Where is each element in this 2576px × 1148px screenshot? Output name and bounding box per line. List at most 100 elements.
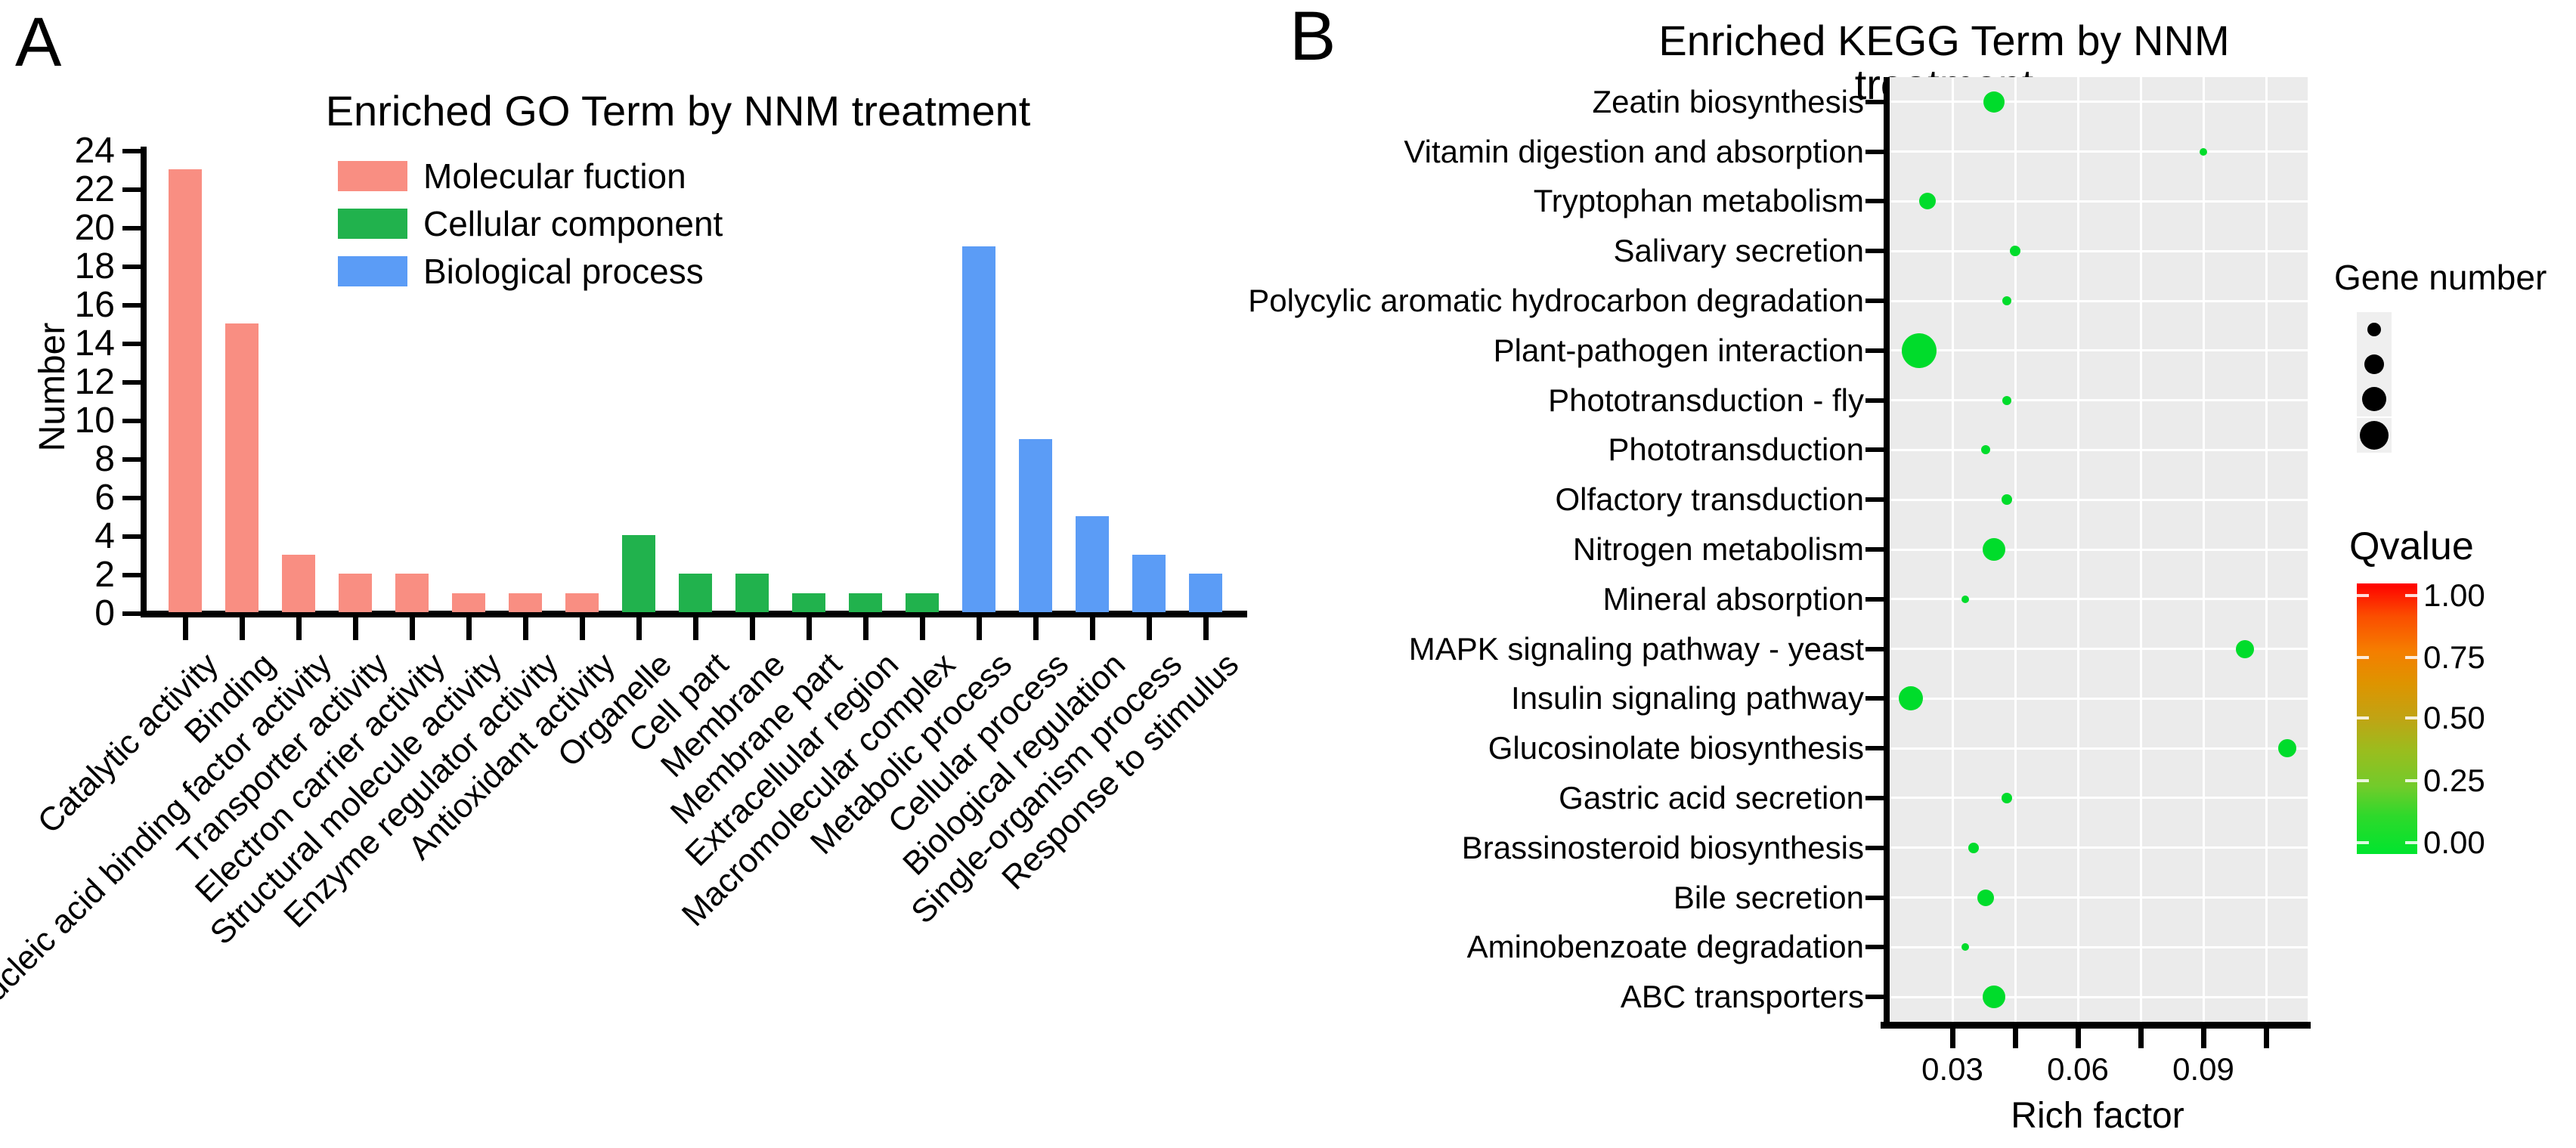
panel-a-y-tick-label: 2 [94, 555, 115, 595]
panel-a-x-tick [1147, 617, 1152, 640]
kegg-term-label: Insulin signaling pathway [1511, 680, 1864, 716]
panel-a-x-tick [920, 617, 925, 640]
panel-a-y-tick-label: 8 [94, 439, 115, 479]
panel-b-y-tick [1865, 746, 1884, 751]
qvalue-colorbar-tick-left [2357, 841, 2369, 844]
panel-b-h-gridline [1887, 448, 2308, 451]
panel-b-h-gridline [1887, 995, 2308, 998]
panel-b-x-tick [2076, 1029, 2081, 1048]
dot [1983, 91, 2005, 113]
bar [225, 323, 259, 612]
panel-a-x-tick [750, 617, 755, 640]
panel-b-h-gridline [1887, 200, 2308, 203]
panel-a-y-tick-label: 24 [74, 131, 115, 171]
panel-a-y-tick-label: 10 [74, 401, 115, 441]
dot [2010, 246, 2020, 257]
panel-b-y-tick [1865, 547, 1884, 552]
bar [1076, 515, 1109, 612]
panel-a-x-axis-line [141, 611, 1247, 617]
panel-b-x-tick-label: 0.03 [1921, 1051, 1983, 1087]
panel-a-x-tick [466, 617, 472, 640]
panel-b-x-tick [2138, 1029, 2144, 1048]
panel-a-label: A [15, 4, 62, 81]
panel-b-y-tick [1865, 795, 1884, 800]
panel-a-y-tick [122, 496, 142, 500]
dot [1961, 943, 1969, 952]
kegg-term-label: Plant-pathogen interaction [1493, 332, 1864, 368]
bar [679, 574, 712, 612]
panel-a-y-tick [122, 534, 142, 539]
dot [1983, 538, 2006, 561]
qvalue-tick-label: 1.00 [2423, 577, 2485, 613]
panel-b-y-tick [1865, 299, 1884, 304]
bar [1132, 554, 1166, 612]
dot [2200, 147, 2207, 156]
bar [339, 574, 372, 612]
kegg-term-label: Zeatin biosynthesis [1592, 83, 1864, 119]
kegg-term-label: Nitrogen metabolism [1572, 531, 1864, 567]
bar [565, 593, 599, 612]
dot [1918, 193, 1936, 210]
panel-b-x-tick [1950, 1029, 1955, 1048]
panel-a-y-tick-label: 6 [94, 478, 115, 518]
dot [1898, 686, 1923, 711]
panel-a-y-tick-label: 18 [74, 246, 115, 286]
panel-b-y-tick [1865, 895, 1884, 900]
panel-b-h-gridline [1887, 846, 2308, 849]
panel-b-x-tick [2201, 1029, 2206, 1048]
panel-a-y-tick [122, 342, 142, 346]
panel-b-y-tick [1865, 447, 1884, 453]
panel-a-y-tick [122, 380, 142, 385]
kegg-term-label: ABC transporters [1620, 979, 1864, 1015]
kegg-term-label: Phototransduction [1608, 432, 1864, 468]
gene-number-key-dot [2362, 387, 2386, 411]
panel-a-y-tick [122, 149, 142, 153]
dot [2001, 792, 2012, 803]
panel-b-y-tick [1865, 596, 1884, 602]
dot [2002, 296, 2011, 306]
qvalue-colorbar-tick-left [2357, 716, 2369, 719]
panel-b-h-gridline [1887, 945, 2308, 948]
panel-a-y-tick [122, 419, 142, 423]
panel-b-h-gridline [1887, 648, 2308, 651]
panel-a-x-tick [807, 617, 812, 640]
kegg-term-label: Salivary secretion [1613, 233, 1864, 269]
kegg-term-label: Bile secretion [1673, 879, 1864, 915]
dot [2277, 739, 2296, 758]
qvalue-colorbar-tick-right [2405, 656, 2417, 659]
bar [622, 535, 655, 612]
panel-a-y-tick [122, 303, 142, 308]
panel-b-h-gridline [1887, 399, 2308, 402]
panel-b-h-gridline [1887, 598, 2308, 601]
bar [282, 554, 315, 612]
panel-b-h-gridline [1887, 797, 2308, 800]
panel-a-x-tick [580, 617, 585, 640]
qvalue-colorbar-tick-left [2357, 594, 2369, 597]
panel-b-h-gridline [1887, 747, 2308, 750]
bar [792, 593, 825, 612]
panel-a-x-tick [296, 617, 302, 640]
panel-b-y-tick [1865, 348, 1884, 353]
legend-label-bp: Biological process [423, 252, 704, 291]
panel-a-x-tick [523, 617, 528, 640]
dot [1968, 842, 1979, 853]
panel-b-h-gridline [1887, 498, 2308, 501]
legend-swatch-bp [338, 256, 407, 286]
bar [1189, 574, 1222, 612]
panel-a-x-tick [353, 617, 358, 640]
panel-a-y-tick [122, 611, 142, 616]
panel-b-y-tick [1865, 995, 1884, 1000]
panel-b-h-gridline [1887, 896, 2308, 899]
panel-b-y-tick [1865, 497, 1884, 503]
panel-a-x-tick [240, 617, 245, 640]
kegg-term-label: Gastric acid secretion [1559, 779, 1864, 815]
gene-number-key-dot [2364, 354, 2384, 374]
gene-number-key-dot [2360, 421, 2389, 450]
panel-a-y-tick [122, 187, 142, 192]
panel-a-x-tick [1033, 617, 1039, 640]
kegg-term-label: Polycylic aromatic hydrocarbon degradati… [1248, 283, 1864, 319]
panel-a-y-tick [122, 265, 142, 269]
panel-b-y-tick [1865, 149, 1884, 154]
qvalue-legend-title: Qvalue [2349, 524, 2474, 568]
panel-b-h-gridline [1887, 299, 2308, 302]
